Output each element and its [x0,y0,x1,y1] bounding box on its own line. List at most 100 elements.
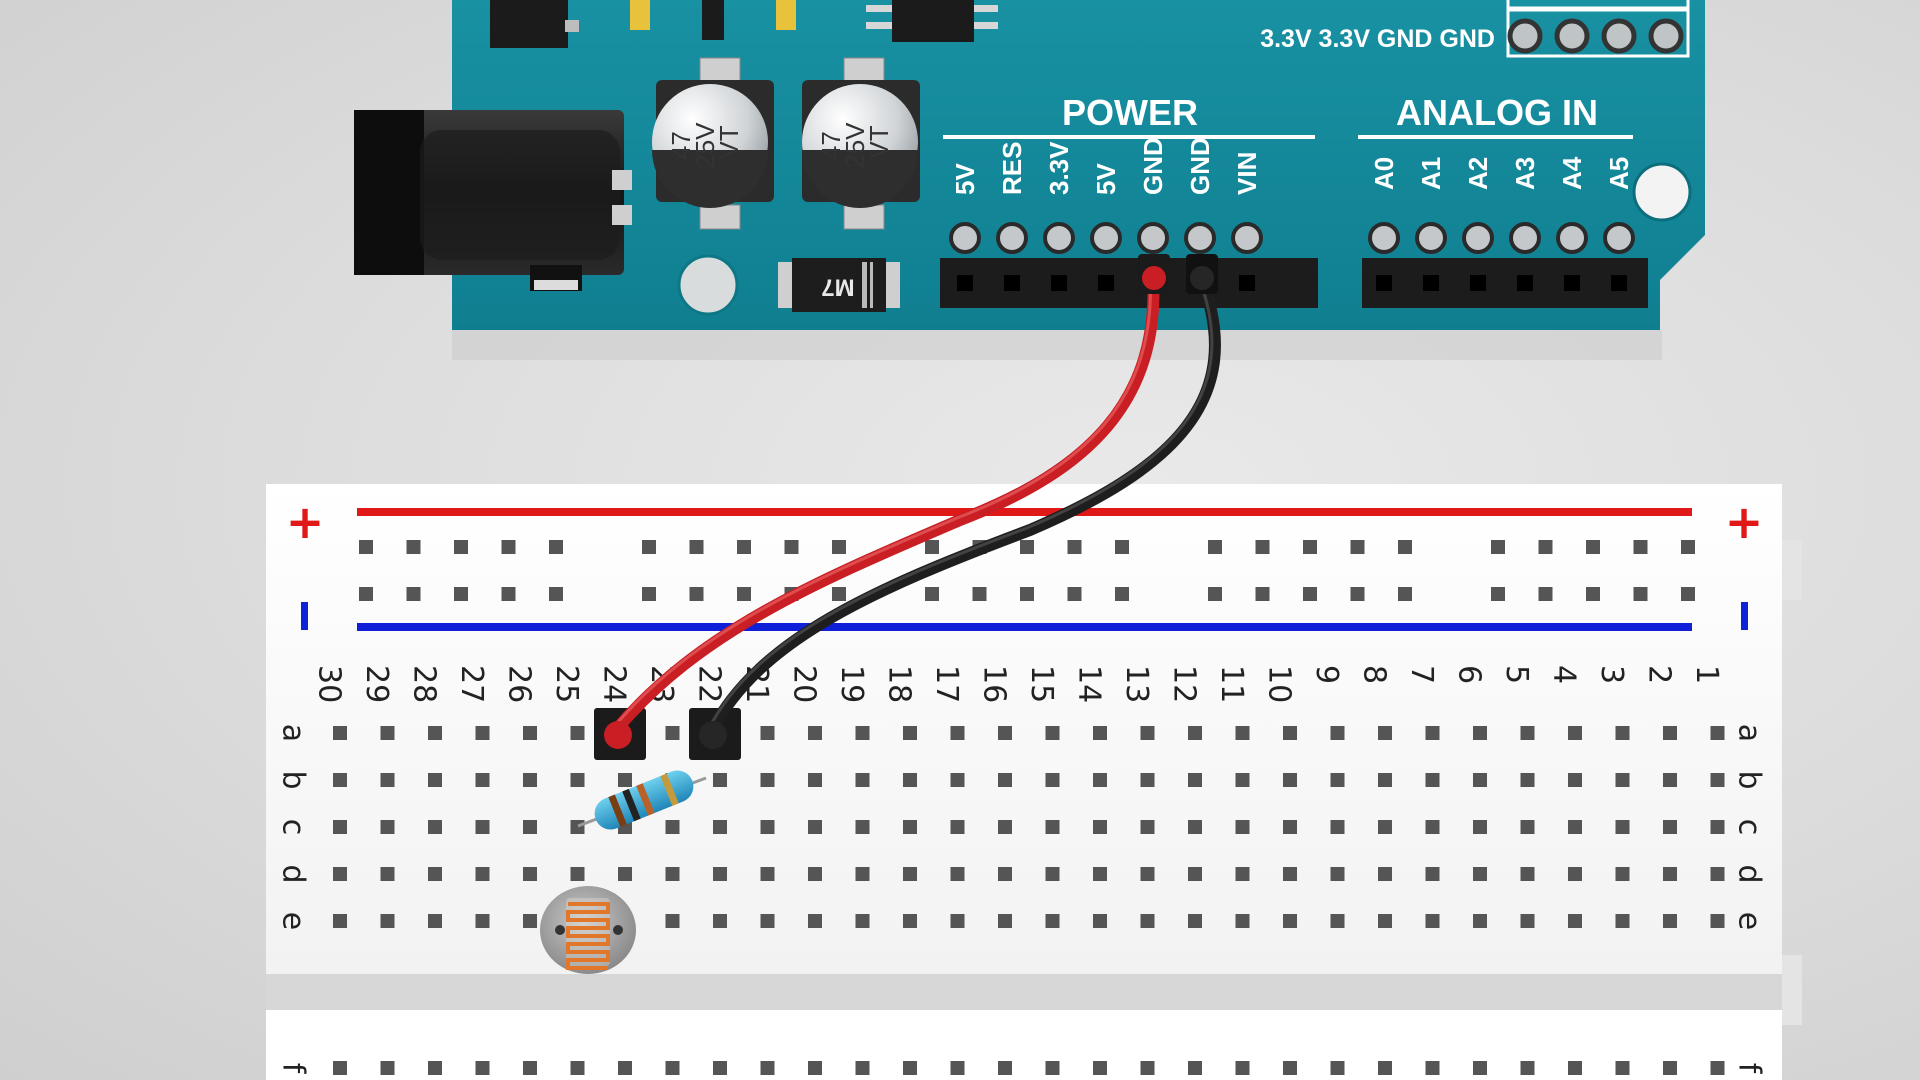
breadboard-hole[interactable] [1330,1061,1345,1075]
breadboard-hole[interactable] [1283,820,1297,834]
rail-hole[interactable] [1633,540,1648,554]
breadboard-hole[interactable] [808,867,822,881]
breadboard-hole[interactable] [855,914,870,928]
breadboard-hole[interactable] [998,820,1012,834]
rail-hole[interactable] [1067,587,1082,601]
rail-hole[interactable] [689,587,704,601]
breadboard-hole[interactable] [1330,820,1345,834]
analog-header-socket[interactable] [1517,275,1533,291]
breadboard-hole[interactable] [1473,820,1487,834]
breadboard-hole[interactable] [1235,867,1250,881]
rail-hole[interactable] [832,587,846,601]
rail-hole[interactable] [642,587,656,601]
breadboard-hole[interactable] [380,1061,395,1075]
photoresistor[interactable] [540,886,636,974]
breadboard-hole[interactable] [1473,773,1487,787]
breadboard-hole[interactable] [1520,773,1535,787]
breadboard-hole[interactable] [1710,726,1725,740]
breadboard-hole[interactable] [1330,726,1345,740]
breadboard-hole[interactable] [808,1061,822,1075]
breadboard-hole[interactable] [1473,867,1487,881]
rail-hole[interactable] [501,587,516,601]
rail-hole[interactable] [1255,540,1270,554]
rail-hole[interactable] [1491,587,1505,601]
breadboard-hole[interactable] [1045,914,1060,928]
breadboard-hole[interactable] [1045,1061,1060,1075]
rail-hole[interactable] [925,540,939,554]
breadboard-hole[interactable] [1425,867,1440,881]
breadboard-hole[interactable] [1045,773,1060,787]
breadboard-hole[interactable] [570,867,585,881]
rail-hole[interactable] [642,540,656,554]
breadboard-hole[interactable] [1568,820,1582,834]
breadboard-hole[interactable] [760,773,775,787]
breadboard-hole[interactable] [1615,820,1630,834]
analog-header-socket[interactable] [1470,275,1486,291]
analog-header[interactable] [1362,258,1648,308]
breadboard-hole[interactable] [1283,726,1297,740]
breadboard-hole[interactable] [665,820,680,834]
resistor[interactable] [577,766,707,835]
breadboard-hole[interactable] [713,1061,727,1075]
breadboard-hole[interactable] [1615,726,1630,740]
breadboard-hole[interactable] [1235,914,1250,928]
rail-hole[interactable] [1303,587,1317,601]
analog-header-socket[interactable] [1376,275,1392,291]
rail-hole[interactable] [1681,587,1695,601]
breadboard-hole[interactable] [713,914,727,928]
breadboard-hole[interactable] [713,820,727,834]
breadboard-hole[interactable] [333,726,347,740]
breadboard-hole[interactable] [1045,867,1060,881]
breadboard-hole[interactable] [1568,867,1582,881]
breadboard-hole[interactable] [1378,867,1392,881]
breadboard-hole[interactable] [570,820,585,834]
power-header-socket[interactable] [1051,275,1067,291]
breadboard-hole[interactable] [1188,773,1202,787]
rail-hole[interactable] [689,540,704,554]
breadboard-hole[interactable] [1188,820,1202,834]
rail-hole[interactable] [549,587,563,601]
rail-hole[interactable] [1398,587,1412,601]
breadboard-hole[interactable] [1140,914,1155,928]
breadboard-hole[interactable] [760,1061,775,1075]
breadboard-hole[interactable] [1425,820,1440,834]
breadboard-hole[interactable] [1520,820,1535,834]
rail-hole[interactable] [406,587,421,601]
breadboard-hole[interactable] [1140,867,1155,881]
breadboard-hole[interactable] [1093,914,1107,928]
breadboard-hole[interactable] [855,867,870,881]
rail-hole[interactable] [1538,540,1553,554]
breadboard-hole[interactable] [1710,820,1725,834]
breadboard-hole[interactable] [1663,1061,1677,1075]
breadboard-hole[interactable] [380,820,395,834]
breadboard-hole[interactable] [1235,820,1250,834]
breadboard-hole[interactable] [1663,820,1677,834]
breadboard-hole[interactable] [1568,1061,1582,1075]
breadboard-hole[interactable] [1473,726,1487,740]
rail-hole[interactable] [1633,587,1648,601]
breadboard-hole[interactable] [333,820,347,834]
breadboard-hole[interactable] [428,914,442,928]
rail-hole[interactable] [1208,587,1222,601]
breadboard-hole[interactable] [665,867,680,881]
rail-hole[interactable] [972,587,987,601]
breadboard-hole[interactable] [855,820,870,834]
breadboard-hole[interactable] [808,726,822,740]
breadboard-hole[interactable] [1615,914,1630,928]
breadboard-hole[interactable] [1568,773,1582,787]
rail-hole[interactable] [1586,540,1600,554]
breadboard-hole[interactable] [1568,726,1582,740]
rail-hole[interactable] [832,540,846,554]
rail-hole[interactable] [1491,540,1505,554]
breadboard-hole[interactable] [380,773,395,787]
breadboard-hole[interactable] [428,773,442,787]
breadboard-hole[interactable] [1235,1061,1250,1075]
breadboard-hole[interactable] [1283,1061,1297,1075]
breadboard-hole[interactable] [1283,867,1297,881]
rail-hole[interactable] [454,540,468,554]
breadboard-hole[interactable] [333,1061,347,1075]
breadboard-hole[interactable] [523,726,537,740]
rail-hole[interactable] [1020,540,1034,554]
breadboard-hole[interactable] [998,1061,1012,1075]
breadboard-hole[interactable] [855,726,870,740]
